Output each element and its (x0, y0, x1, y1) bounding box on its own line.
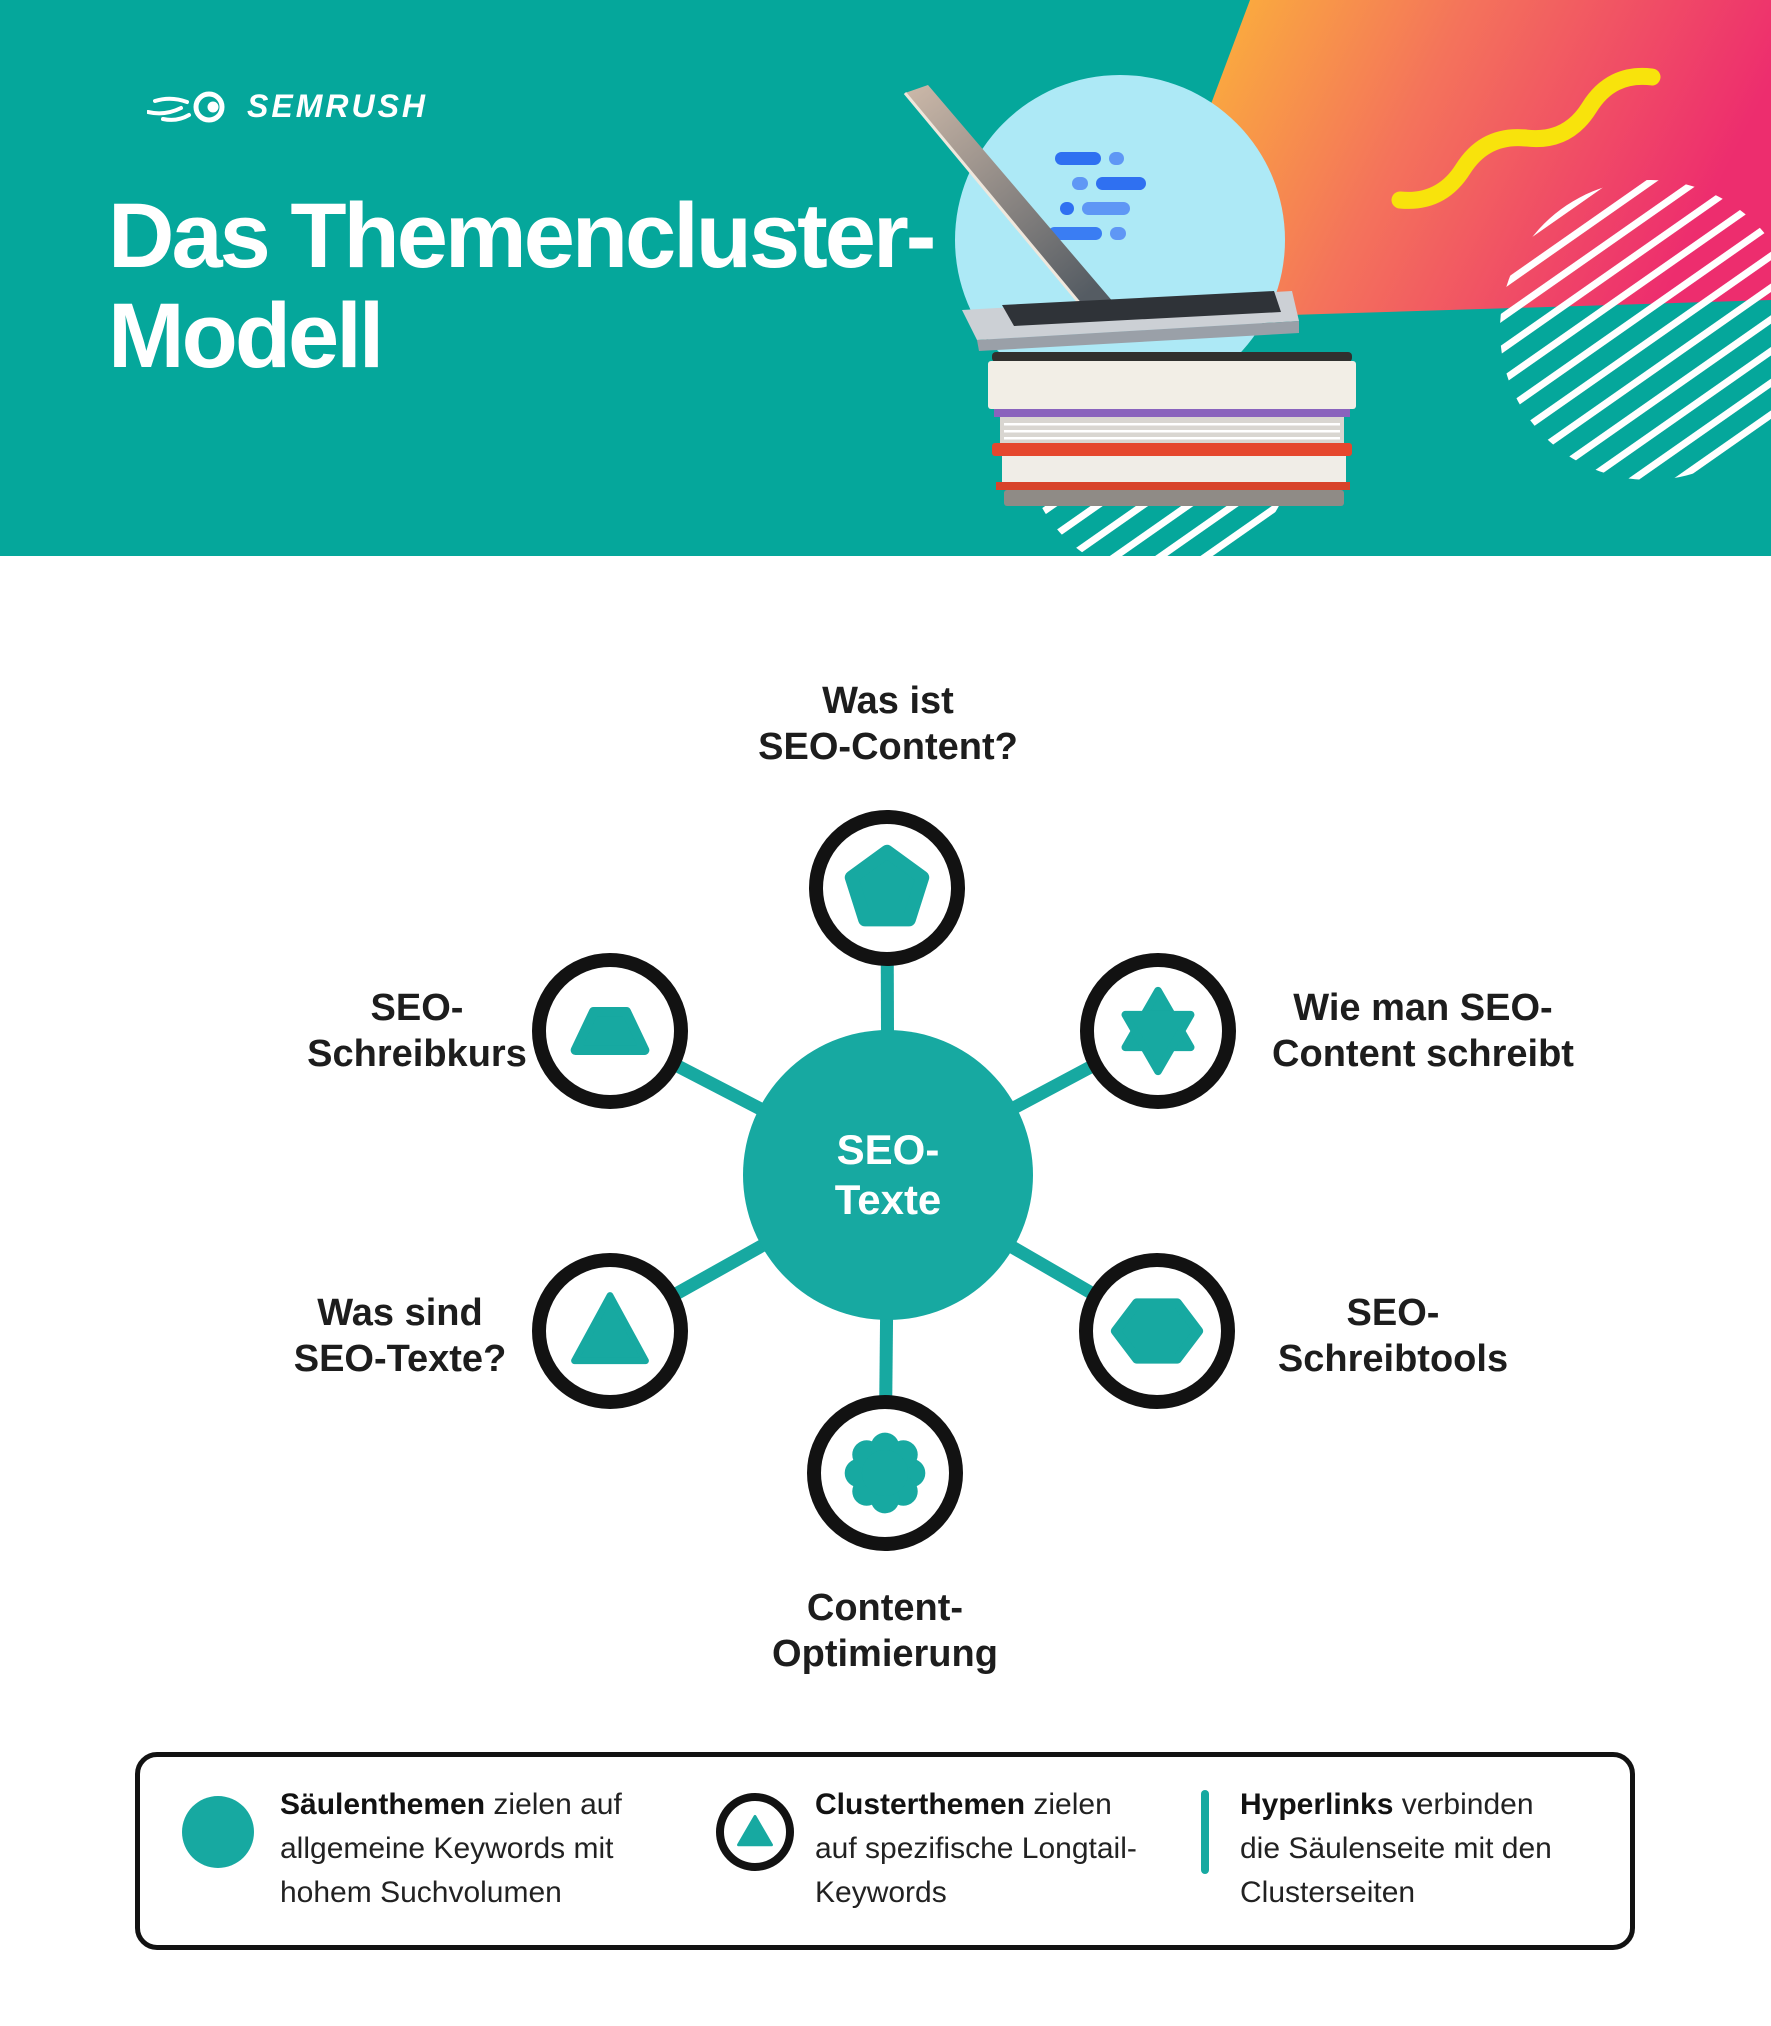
node-label-top-left-line1: SEO- (370, 987, 464, 1029)
node-label-top: Was ist SEO-Content? (688, 678, 1088, 771)
books-stack (988, 352, 1356, 506)
node-label-bottom-line1: Content- (806, 1587, 964, 1629)
legend-keyword-cluster: Clusterthemen (815, 1788, 1026, 1821)
laptop-illustration (903, 85, 1299, 351)
legend-item-pillar: Säulenthemen zielen auf allgemeine Keywo… (280, 1783, 650, 1915)
semrush-comet-icon (147, 91, 225, 122)
trapezoid-icon (570, 1007, 650, 1055)
semrush-wordmark: SEMRUSH (247, 88, 429, 124)
node-label-bottom-right: SEO- Schreibtools (1248, 1290, 1538, 1383)
legend-rest-cluster: zielen auf spezifische Longtail-Keywords (815, 1788, 1137, 1909)
legend-rest-hyperlink: verbinden die Säulenseite mit den Cluste… (1240, 1788, 1552, 1909)
hexagon-icon (1110, 1298, 1204, 1364)
cluster-node-bottom-right (1079, 1253, 1235, 1409)
legend-item-cluster: Clusterthemen zielen auf spezifische Lon… (815, 1783, 1145, 1915)
legend-box: Säulenthemen zielen auf allgemeine Keywo… (135, 1752, 1635, 1950)
cluster-triangle-icon (716, 1793, 794, 1871)
pillar-center-node: SEO- Texte (743, 1030, 1033, 1320)
node-label-bottom-left-line1: Was sind (317, 1292, 483, 1334)
legend-keyword-hyperlink: Hyperlinks (1240, 1788, 1394, 1821)
center-label-line1: SEO- (836, 1126, 940, 1174)
page-title-line1: Das Themencluster- (108, 185, 936, 287)
page-title: Das Themencluster- Modell (108, 185, 936, 388)
node-label-top-left: SEO- Schreibkurs (247, 985, 587, 1078)
hatch-pattern-right (1500, 180, 1771, 480)
cluster-node-bottom-left (532, 1253, 688, 1409)
node-label-top-right: Wie man SEO- Content schreibt (1248, 985, 1598, 1078)
node-label-bottom-line2: Optimierung (772, 1633, 998, 1676)
cluster-node-top-right (1080, 953, 1236, 1109)
node-label-top-left-line2: Schreibkurs (307, 1033, 527, 1076)
star-icon (1121, 986, 1195, 1076)
node-label-bottom-right-line1: SEO- (1346, 1292, 1440, 1334)
pentagon-icon (844, 844, 930, 927)
legend-rest-pillar: zielen auf allgemeine Keywords mit hohem… (280, 1788, 622, 1909)
node-label-bottom-left-line2: SEO-Texte? (293, 1338, 507, 1381)
node-label-top-right-line1: Wie man SEO- (1293, 987, 1553, 1029)
yellow-squiggle (1391, 67, 1661, 209)
node-label-bottom-right-line2: Schreibtools (1277, 1338, 1509, 1381)
legend-item-hyperlink: Hyperlinks verbinden die Säulenseite mit… (1240, 1783, 1560, 1915)
triangle-icon (571, 1292, 649, 1365)
cluster-node-top-left (532, 953, 688, 1109)
legend-keyword-pillar: Säulenthemen (280, 1788, 486, 1821)
semrush-logo: SEMRUSH (147, 88, 428, 125)
node-label-top-line2: SEO-Content? (758, 726, 1018, 769)
header-banner: SEMRUSH Das Themencluster- Modell (0, 0, 1771, 556)
flower-icon (844, 1432, 926, 1514)
pillar-circle-icon (182, 1796, 254, 1868)
hyperlink-line-icon (1201, 1790, 1209, 1874)
node-label-bottom-left: Was sind SEO-Texte? (230, 1290, 570, 1383)
cluster-node-top (809, 810, 965, 966)
page-title-line2: Modell (108, 285, 384, 388)
node-label-top-line1: Was ist (822, 680, 954, 722)
cluster-node-bottom (807, 1395, 963, 1551)
center-label-line2: Texte (834, 1176, 942, 1223)
text-dashes (1048, 152, 1146, 240)
node-label-bottom: Content- Optimierung (685, 1585, 1085, 1678)
node-label-top-right-line2: Content schreibt (1272, 1033, 1574, 1076)
legend-triangle-glyph (737, 1814, 773, 1847)
header-illustration (903, 0, 1771, 556)
